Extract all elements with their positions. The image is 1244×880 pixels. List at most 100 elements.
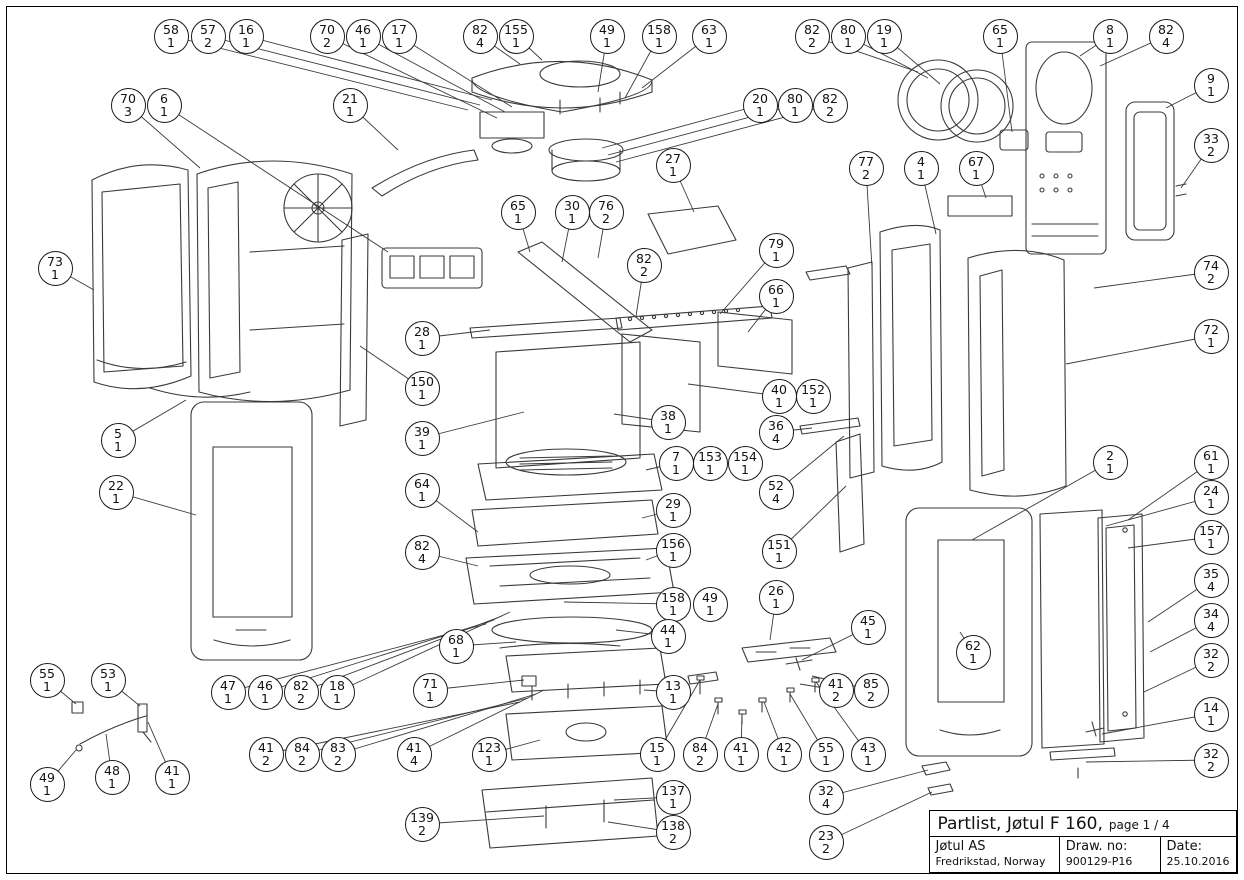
trim-strip: [799, 417, 861, 435]
retainer-strip: [469, 317, 623, 339]
air-duct: [517, 241, 653, 343]
date-label: Date:: [1166, 838, 1202, 854]
rear-front-panel: [905, 507, 1033, 757]
thin-gasket: [499, 642, 621, 649]
round-door-frame: [897, 59, 1014, 143]
date-cell: Date: 25.10.2016: [1161, 837, 1236, 872]
front-panel: [190, 401, 313, 661]
draw-no-label: Draw. no:: [1065, 838, 1128, 854]
rating-plate: [947, 195, 1013, 217]
hinge-parts: [1085, 527, 1128, 737]
rear-panel: [1025, 41, 1107, 255]
small-bracket-right: [999, 129, 1029, 151]
title-row: Partlist, Jøtul F 160, page 1 / 4: [929, 811, 1236, 837]
rear-heat-shield: [1125, 101, 1175, 241]
left-inner-side-panel: [196, 160, 353, 403]
front-glass: [495, 341, 641, 469]
top-plate-assembly: [471, 60, 653, 154]
side-glass-strip: [339, 233, 369, 427]
bottom-curved-trim: [149, 387, 251, 398]
date-value: 25.10.2016: [1166, 854, 1230, 868]
partlist-title: Partlist, Jøtul F 160,: [937, 813, 1103, 834]
small-wedge: [805, 265, 851, 281]
draw-no-value: 900129-P16: [1065, 854, 1133, 868]
title-block: Partlist, Jøtul F 160, page 1 / 4 Jøtul …: [928, 809, 1237, 873]
link-parts: [785, 657, 813, 671]
rear-glass-pane: [1039, 509, 1105, 749]
draw-no-cell: Draw. no: 900129-P16: [1060, 836, 1161, 872]
deflector-plate: [647, 205, 737, 255]
handle-bar: [1049, 747, 1116, 761]
right-inner-panel: [879, 224, 943, 471]
company-location: Fredrikstad, Norway: [935, 854, 1046, 868]
door-latch-parts: [71, 701, 152, 752]
info-row: Jøtul AS Fredrikstad, Norway Draw. no: 9…: [930, 836, 1236, 872]
left-outer-side-panel: [91, 164, 192, 390]
narrow-glass: [835, 433, 865, 553]
top-trim: [371, 149, 479, 197]
